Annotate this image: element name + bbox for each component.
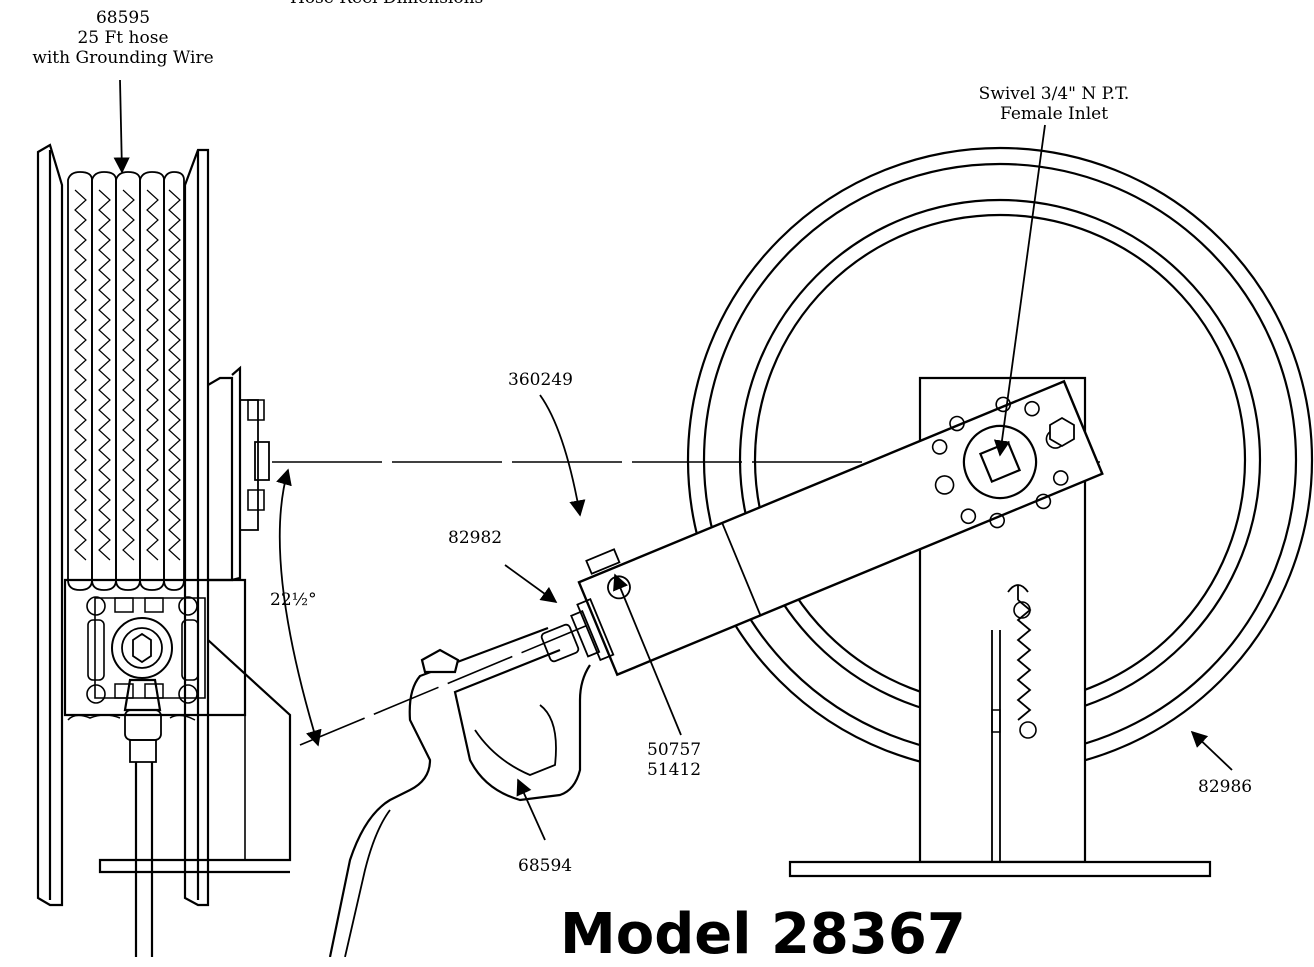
angle-label: 22½°: [270, 590, 317, 610]
part-50757-label: 50757 51412: [647, 740, 701, 780]
diagram-caption: Hose Reel Dimensions: [290, 0, 483, 8]
gear-box: [65, 580, 245, 715]
hose-grounding: with Grounding Wire: [32, 48, 214, 68]
part-68594-label: 68594: [518, 856, 573, 876]
side-view-reel: [38, 145, 290, 957]
arrow-icon: [540, 395, 586, 517]
part-51412: 51412: [647, 760, 702, 780]
hose-label: 68595 25 Ft hose with Grounding Wire: [0, 8, 246, 68]
crank-arm: [554, 366, 1106, 692]
hose-length: 25 Ft hose: [77, 28, 169, 48]
hose-coils: [68, 172, 184, 590]
hose-part-number: 68595: [95, 8, 151, 28]
part-82986-label: 82986: [1198, 777, 1253, 797]
inlet-label: Swivel 3/4" N P.T. Female Inlet: [944, 84, 1164, 124]
part-82982-label: 82982: [448, 528, 503, 548]
nozzle: [330, 623, 590, 957]
model-title: Model 28367: [560, 902, 966, 967]
arrow-icon: [505, 565, 558, 603]
spring: [1008, 585, 1030, 720]
arrow-icon: [613, 573, 681, 735]
arrow-icon: [113, 80, 130, 174]
inlet-size: Swivel 3/4" N P.T.: [978, 84, 1130, 104]
part-360249-label: 360249: [508, 370, 573, 390]
angle-arc: [276, 468, 322, 747]
arrow-icon: [1190, 730, 1232, 770]
leader-arrows: [113, 80, 1232, 840]
part-50757: 50757: [647, 740, 702, 760]
arrow-icon: [516, 778, 545, 840]
front-view-reel: [554, 148, 1312, 876]
inlet-type: Female Inlet: [999, 104, 1109, 124]
arrow-icon: [993, 125, 1045, 457]
